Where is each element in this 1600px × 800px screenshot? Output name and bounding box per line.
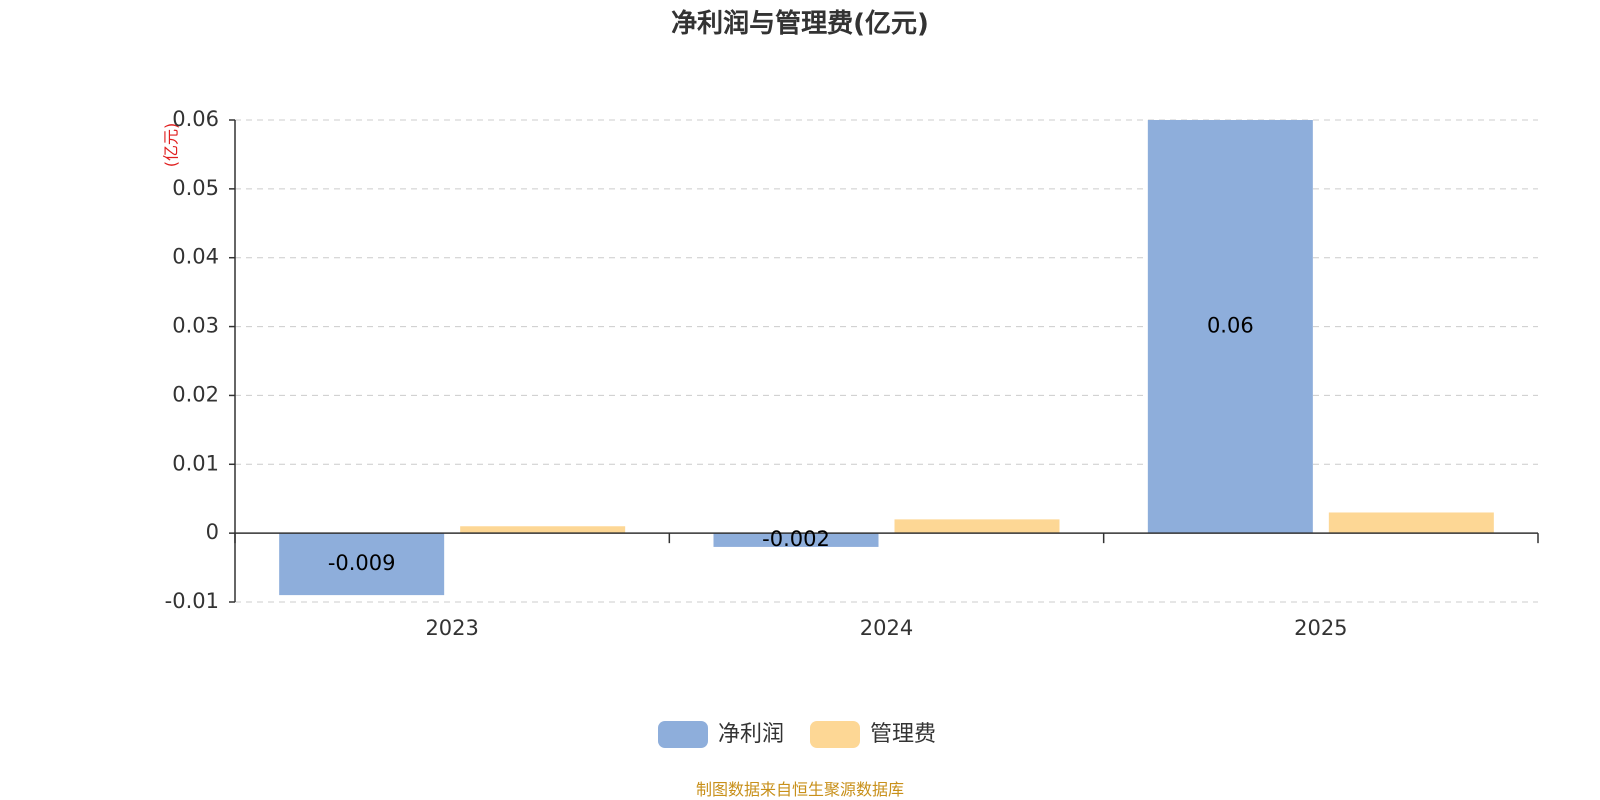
legend-swatch[interactable] — [810, 721, 860, 748]
y-tick-label: 0.01 — [172, 451, 219, 475]
bar-management-fee-2023 — [460, 526, 626, 534]
y-tick-label: 0 — [206, 520, 219, 544]
data-label: 0.06 — [1207, 314, 1254, 338]
bar-net-profit-2025 — [1147, 120, 1313, 534]
y-tick-label: -0.01 — [165, 589, 219, 613]
y-tick-label: 0.03 — [172, 314, 219, 338]
y-tick-label: 0.02 — [172, 382, 219, 406]
bar-net-profit-2024 — [713, 533, 879, 547]
data-label: -0.002 — [762, 527, 830, 551]
legend-label[interactable]: 管理费 — [870, 722, 936, 747]
y-axis-unit-label: (亿元) — [162, 123, 181, 168]
y-tick-label: 0.06 — [172, 107, 219, 131]
bar-management-fee-2024 — [894, 519, 1060, 534]
x-tick-label: 2023 — [425, 616, 478, 640]
x-tick-label: 2025 — [1294, 616, 1347, 640]
chart-title: 净利润与管理费(亿元) — [671, 8, 929, 39]
legend-label[interactable]: 净利润 — [718, 722, 784, 747]
bars — [279, 120, 1494, 596]
data-label: -0.009 — [328, 551, 396, 575]
bar-management-fee-2025 — [1328, 512, 1494, 534]
data-labels: -0.009 -0.002 0.06 — [328, 314, 1254, 576]
x-tick-label: 2024 — [860, 616, 913, 640]
axes: -0.01 0 0.01 0.02 0.03 0.04 0.05 0.06 2023 2024 20… — [165, 107, 1539, 640]
legend-swatch[interactable] — [658, 721, 708, 748]
legend[interactable]: 净利润 管理费 — [658, 721, 936, 748]
source-note: 制图数据来自恒生聚源数据库 — [696, 780, 904, 799]
y-tick-label: 0.04 — [172, 245, 219, 269]
gridlines — [235, 119, 1538, 603]
y-tick-label: 0.05 — [172, 176, 219, 200]
bar-net-profit-2023 — [279, 533, 445, 596]
